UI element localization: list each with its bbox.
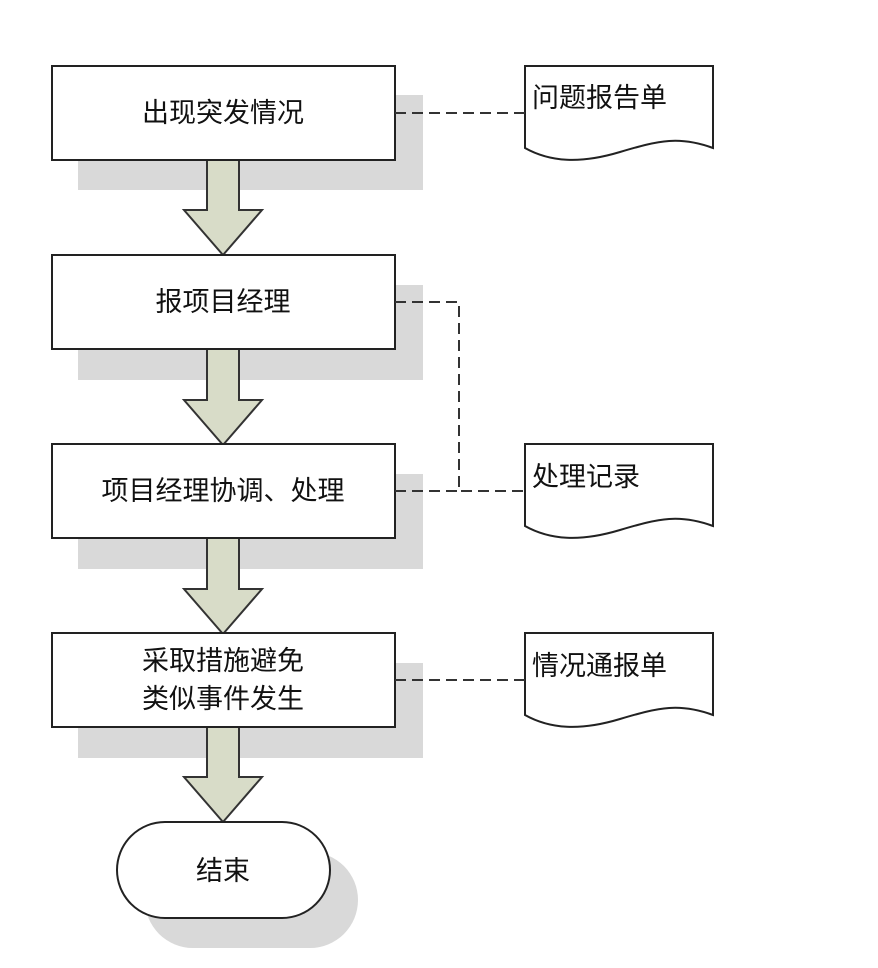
step4-label-line2: 类似事件发生 <box>142 684 304 715</box>
step4-box <box>51 632 396 728</box>
connector-step2-handling-record <box>395 301 525 492</box>
document-status-bulletin-label: 情况通报单 <box>532 651 667 682</box>
process-boxes <box>51 65 396 919</box>
documents <box>524 65 714 728</box>
arrow-4 <box>181 726 265 824</box>
connectors <box>395 112 525 681</box>
document-problem-report-label: 问题报告单 <box>532 83 667 114</box>
step1-box <box>51 65 396 161</box>
document-handling-record-label: 处理记录 <box>532 462 640 493</box>
step1-label: 出现突发情况 <box>142 98 304 129</box>
end-label: 结束 <box>196 856 250 887</box>
end-terminator <box>116 821 331 919</box>
arrow-2 <box>181 348 265 447</box>
document-problem-report <box>524 65 714 161</box>
arrow-3 <box>181 537 265 636</box>
step3-label: 项目经理协调、处理 <box>102 476 345 507</box>
arrows <box>181 159 265 824</box>
step3-box <box>51 443 396 539</box>
step2-label: 报项目经理 <box>156 287 291 318</box>
document-status-bulletin <box>524 632 714 728</box>
arrow-1 <box>181 159 265 257</box>
step2-box <box>51 254 396 350</box>
step4-label-line1: 采取措施避免 <box>142 646 304 677</box>
document-handling-record <box>524 443 714 539</box>
